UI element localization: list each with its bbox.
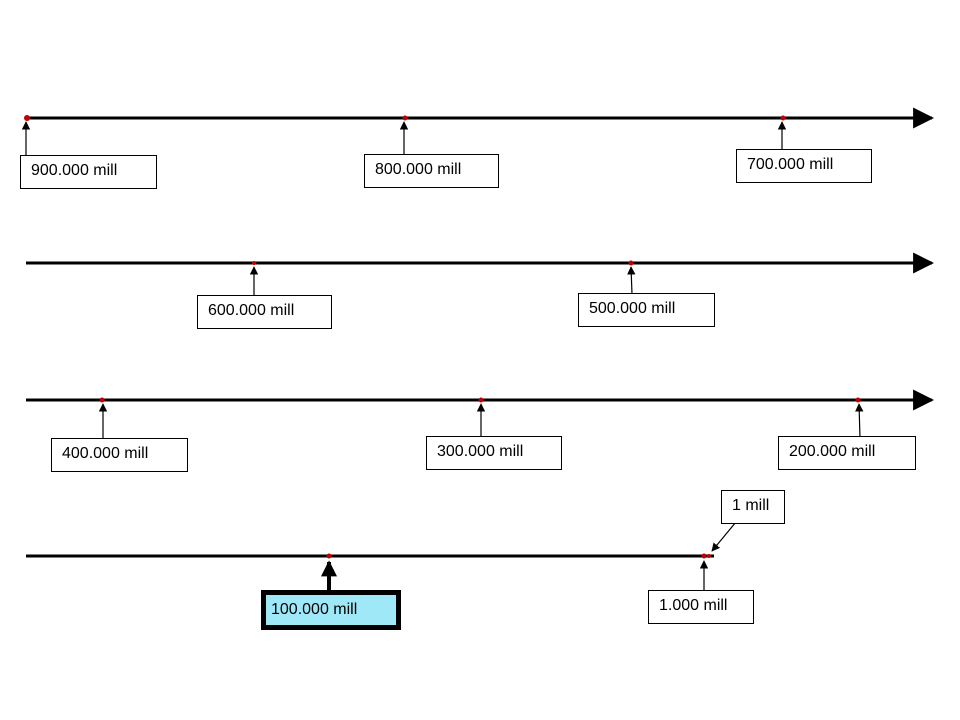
label-900000-mill: 900.000 mill — [20, 155, 157, 189]
label-1-mill: 1 mill — [721, 490, 785, 524]
timeline-marker — [780, 115, 786, 121]
label-400000-mill: 400.000 mill — [51, 438, 188, 472]
label-700000-mill: 700.000 mill — [736, 149, 872, 183]
label-300000-mill: 300.000 mill — [426, 436, 562, 470]
timeline-marker — [701, 553, 707, 559]
label-500000-mill: 500.000 mill — [578, 293, 715, 327]
pointer-arrow — [855, 403, 864, 439]
pointer-arrow — [627, 266, 636, 295]
timeline-marker — [707, 554, 711, 558]
timeline-marker — [478, 397, 484, 403]
timeline-marker — [855, 397, 861, 403]
timeline-marker — [628, 260, 634, 266]
label-1000-mill: 1.000 mill — [648, 590, 754, 624]
pointer-arrow — [711, 521, 737, 552]
label-600000-mill: 600.000 mill — [197, 295, 332, 329]
timeline-marker — [402, 115, 408, 121]
timeline-marker — [24, 115, 30, 121]
label-100000-mill-highlighted: 100.000 mill — [261, 590, 401, 630]
label-800000-mill: 800.000 mill — [364, 154, 499, 188]
timeline-marker — [252, 261, 256, 265]
timeline-marker — [326, 553, 332, 559]
label-200000-mill: 200.000 mill — [778, 436, 916, 470]
timeline-marker — [99, 397, 105, 403]
